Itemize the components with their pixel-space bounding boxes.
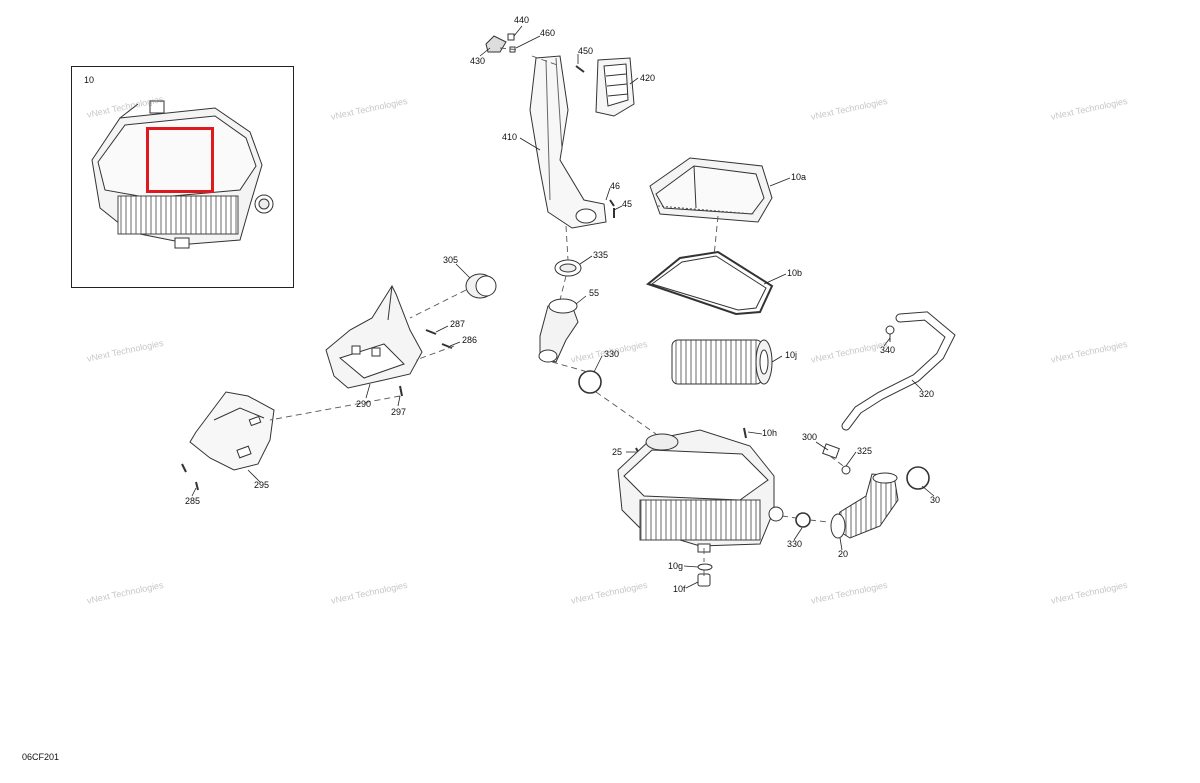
callout-label: 440 <box>514 15 530 25</box>
callout-label: 320 <box>919 389 935 399</box>
heat-shield-drawing <box>189 391 275 471</box>
inset-frame <box>71 66 294 288</box>
callout-label: 55 <box>589 288 600 298</box>
callout-label: 20 <box>838 549 849 559</box>
callout-label: 10h <box>762 428 778 438</box>
callout-label: 430 <box>470 56 486 66</box>
callout-label: 295 <box>254 480 270 490</box>
callout-label: 25 <box>612 447 623 457</box>
callout-label: 287 <box>450 319 466 329</box>
callout-label: 330 <box>604 349 620 359</box>
callout-label: 46 <box>610 181 621 191</box>
callout-label: 10 <box>84 75 95 85</box>
callout-label: 286 <box>462 335 478 345</box>
callout-label: 420 <box>640 73 656 83</box>
callout-label: 10a <box>791 172 807 182</box>
intake-boot-drawing <box>538 298 579 363</box>
callout-label: 325 <box>857 446 873 456</box>
callout-label: 305 <box>443 255 459 265</box>
intake-hose-drawing <box>830 472 899 539</box>
callout-label: 10b <box>787 268 803 278</box>
cover-420-drawing <box>595 57 635 117</box>
callout-label: 410 <box>502 132 518 142</box>
callout-label: 335 <box>593 250 609 260</box>
callout-label: 285 <box>185 496 201 506</box>
callout-label: 450 <box>578 46 594 56</box>
callout-label: 10j <box>785 350 798 360</box>
callout-label: 297 <box>391 407 407 417</box>
callout-label: 290 <box>356 399 372 409</box>
callout-label: 300 <box>802 432 818 442</box>
airbox-lid-drawing <box>649 157 773 223</box>
callout-label: 460 <box>540 28 556 38</box>
callout-label: 340 <box>880 345 896 355</box>
air-filter-drawing <box>671 339 773 385</box>
callout-label: 10g <box>668 561 684 571</box>
snorkel-duct-drawing <box>529 55 607 229</box>
drawing-code: 06CF201 <box>22 752 60 762</box>
inset-airbox-drawing <box>91 100 274 249</box>
callout-label: 330 <box>787 539 803 549</box>
airbox-base-drawing <box>617 429 784 553</box>
seal-drawing <box>645 250 774 316</box>
bracket-290-drawing <box>325 284 423 389</box>
callout-label: 45 <box>622 199 633 209</box>
highlight-box <box>146 127 214 193</box>
callout-label: 30 <box>930 495 941 505</box>
callout-label: 10f <box>673 584 686 594</box>
